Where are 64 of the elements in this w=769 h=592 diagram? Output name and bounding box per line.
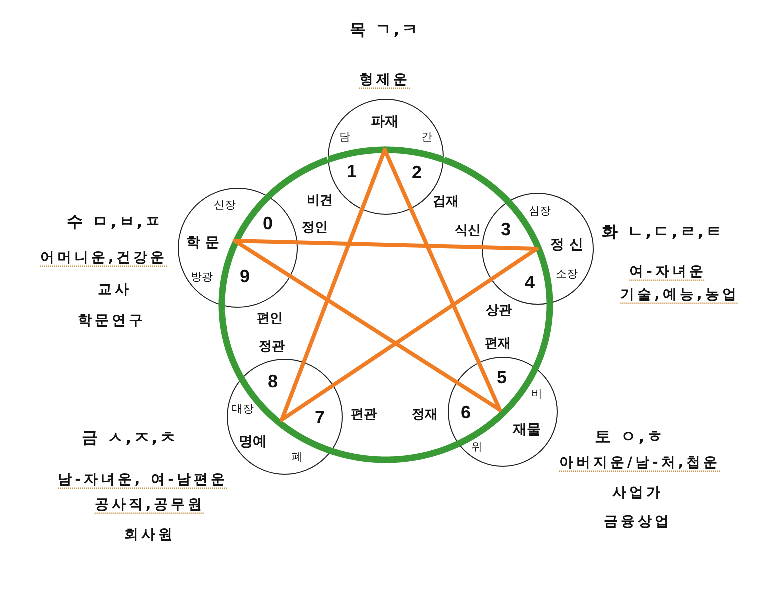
organ-label: 위 [472,442,482,454]
circle-node [227,359,343,475]
ring-arc [329,441,461,464]
circle-node [178,188,298,308]
note-text: 기술,예능,농업 [620,286,740,304]
organ-label: 방광 [191,272,213,284]
node-title: 명예 [239,434,267,450]
term-label: 상관 [486,304,512,320]
number-label: 9 [240,266,250,288]
term-label: 정인 [302,222,328,236]
term-label: 편재 [485,338,511,352]
term-label: 비견 [307,194,333,210]
star-line [332,278,492,388]
node-title: 파재 [371,114,399,130]
star-line [298,240,482,250]
term-label: 겁재 [433,196,459,210]
note-text: 아버지운/남-처,첩운 [559,454,721,472]
organ-label: 폐 [292,452,302,464]
organ-label: 담 [340,132,350,144]
note-text: 어머니운,건강운 [40,250,168,266]
element-heading: 목 ㄱ,ㅋ [350,20,420,40]
number-label: 7 [315,408,325,428]
term-label: 정관 [259,340,285,356]
circle-node [482,193,594,305]
number-label: 2 [412,162,422,184]
element-heading: 수 ㅁ,ㅂ,ㅍ [67,212,163,232]
term-label: 정재 [412,408,438,424]
note-text: 남-자녀운, 여-남편운 [58,472,228,488]
number-label: 5 [497,368,507,388]
term-label: 편인 [257,312,283,328]
ring-arc [441,156,512,205]
organ-label: 비 [532,388,542,402]
note-text: 금융상업 [604,514,672,530]
element-heading: 토 ㅇ,ㅎ [595,428,665,446]
circle-node [448,357,558,467]
organ-label: 대장 [232,404,254,416]
star-line [290,274,458,384]
organ-label: 간 [422,132,432,144]
node-title: 정 신 [550,236,584,254]
term-label: 편관 [351,408,377,424]
element-heading: 화 ㄴ,ㄷ,ㄹ,ㅌ [602,222,724,242]
note-text: 공사직,공무원 [94,496,206,514]
element-heading: 금 ㅅ,ㅈ,ㅊ [82,428,178,448]
note-text: 여-자녀운 [630,264,706,280]
term-label: 식신 [455,224,481,240]
number-label: 6 [461,402,471,424]
note-text: 사업가 [612,484,664,502]
note-text: 교사 [98,282,132,298]
organ-label: 신장 [214,200,236,212]
number-label: 8 [268,372,278,392]
note-text: 학문연구 [78,312,146,330]
number-label: 1 [347,162,357,182]
node-title: 재물 [513,422,541,438]
node-title: 학 문 [186,234,220,252]
note-text: 형제운 [360,72,410,88]
organ-label: 소장 [556,268,578,282]
number-label: 0 [263,214,273,234]
organ-label: 심장 [529,206,551,218]
star-line [409,208,481,364]
star-line [302,209,364,363]
note-text: 회사원 [124,526,176,544]
ring-arc [266,156,331,200]
number-label: 4 [525,272,535,294]
number-label: 3 [501,220,511,240]
